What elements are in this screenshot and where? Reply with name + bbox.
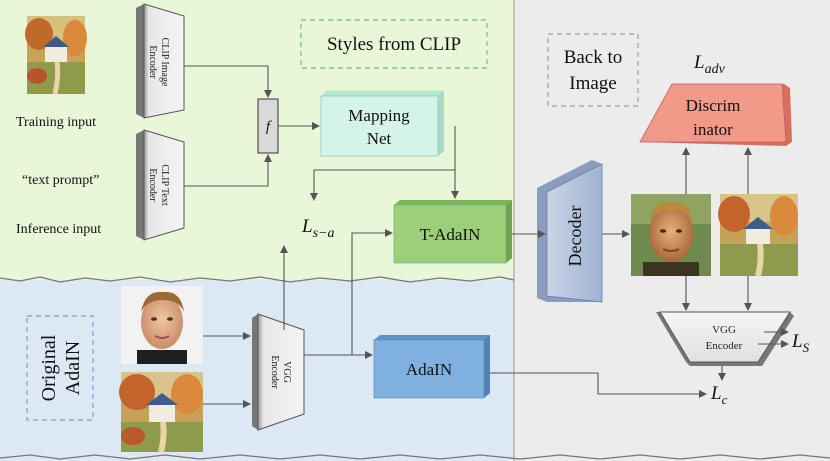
vgg-left-line2: Encoder [269,355,280,389]
torn-edge-middle [0,276,515,283]
arrow-cliptext-to-f [184,154,272,187]
original-label-line1: Original [38,334,60,401]
original-label-line2: AdaIN [62,341,84,395]
arrow-adain-to-lc [490,372,707,398]
connectors [184,65,789,408]
clip-label: Styles from CLIP [327,34,461,55]
t-adain-node: T-AdaIN [393,200,512,264]
stylized-output [631,194,711,276]
style-painting-right [718,194,798,277]
mapping-net-line2: Net [367,129,392,148]
adain-label: AdaIN [406,360,452,379]
loss-l-c: Lc [710,383,728,407]
clip-image-encoder-line1: CLIP Image [159,38,170,87]
back-label-line1: Back to [564,47,623,68]
arrow-clipimg-to-f [184,65,272,98]
clip-text-encoder-line2: Encoder [147,168,158,202]
content-photo [121,286,203,364]
arrow-vgg-to-tadain [304,229,393,356]
mapping-net-line1: Mapping [348,106,410,125]
loss-l-s: LS [791,331,810,355]
back-label-line2: Image [569,73,616,94]
adain-node: AdaIN [373,335,490,399]
discriminator: Discrim inator [639,83,792,146]
vgg-left-line1: VGG [281,361,292,383]
discrim-line2: inator [693,120,733,139]
text-prompt-label: “text prompt” [22,173,99,188]
original-label-box [26,315,94,421]
mapping-net: Mapping Net [320,90,445,157]
clip-label-box [300,19,488,69]
clip-image-encoder: CLIP Image Encoder [136,3,185,119]
loss-l-adv: Ladv [693,52,726,77]
decoder: Decoder [537,160,603,303]
arrow-mapping-to-lsa [310,126,456,201]
vgg-encoder-left: VGG Encoder [252,313,305,431]
clip-image-encoder-line2: Encoder [147,45,158,79]
decoder-label: Decoder [565,206,585,267]
torn-edge-bottom [0,454,830,460]
t-adain-label: T-AdaIN [420,225,481,244]
training-input-label: Training input [16,115,96,130]
f-node: f [257,98,279,154]
inference-input-label: Inference input [16,222,101,237]
f-label: f [266,119,272,135]
style-painting [119,372,203,453]
discrim-line1: Discrim [686,96,741,115]
loss-l-sa: Ls−a [301,216,334,241]
training-input-painting [25,16,87,95]
clip-text-encoder: CLIP Text Encoder [136,129,185,241]
clip-text-encoder-line1: CLIP Text [159,164,170,205]
vgg-encoder-right: VGG Encoder [656,311,794,366]
vgg-right-line2: Encoder [706,340,743,352]
back-label-box [547,33,639,107]
vgg-right-line1: VGG [712,324,736,336]
